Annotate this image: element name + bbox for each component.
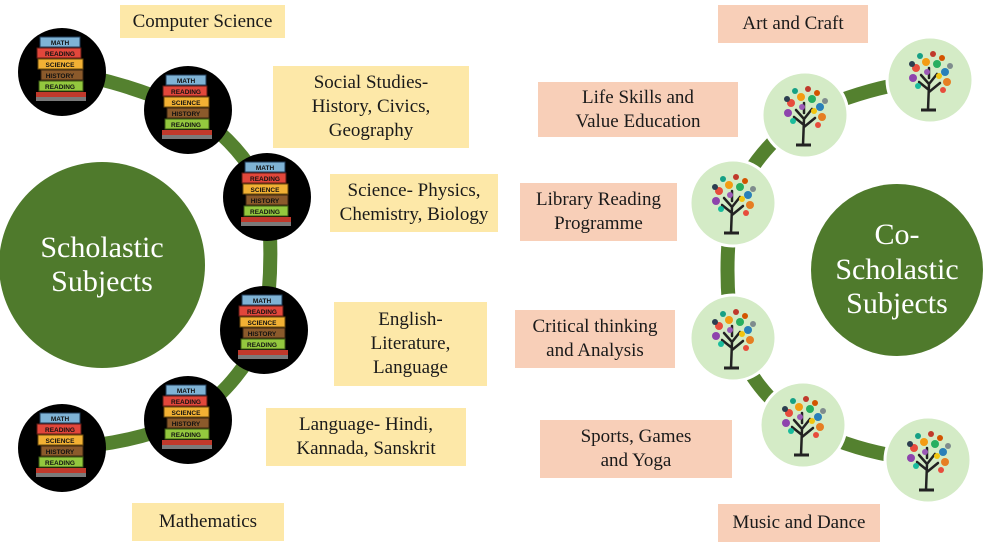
scholastic-label-mathematics: Mathematics — [132, 503, 284, 541]
scholastic-node-3 — [223, 153, 311, 241]
co-scholastic-node-5 — [758, 380, 848, 470]
co-scholastic-label-library-reading: Library Reading Programme — [520, 183, 677, 241]
scholastic-label-computer-science: Computer Science — [120, 5, 285, 38]
co-scholastic-node-4 — [688, 293, 778, 383]
scholastic-node-2 — [144, 66, 232, 154]
co-scholastic-label-art-craft: Art and Craft — [718, 5, 868, 43]
co-scholastic-label-life-skills: Life Skills and Value Education — [538, 82, 738, 137]
scholastic-hub-title: Scholastic Subjects — [40, 230, 164, 299]
co-scholastic-hub-title: Co- Scholastic Subjects — [835, 218, 959, 321]
book-stack-icon — [35, 36, 87, 102]
co-scholastic-hub — [811, 184, 983, 356]
scholastic-node-5 — [144, 376, 232, 464]
scholastic-label-social-studies: Social Studies- History, Civics, Geograp… — [273, 66, 469, 148]
scholastic-node-6 — [18, 404, 106, 492]
book-stack-icon — [237, 294, 289, 360]
co-scholastic-label-music-dance: Music and Dance — [718, 504, 880, 542]
scholastic-hub — [0, 162, 205, 368]
co-scholastic-label-critical-thinking: Critical thinking and Analysis — [515, 310, 675, 368]
book-stack-icon — [161, 74, 213, 140]
book-stack-icon — [161, 384, 213, 450]
co-scholastic-label-sports: Sports, Games and Yoga — [540, 420, 732, 478]
scholastic-node-1 — [18, 28, 106, 116]
scholastic-label-english: English- Literature, Language — [334, 302, 487, 386]
co-scholastic-node-2 — [760, 70, 850, 160]
co-scholastic-node-6 — [883, 415, 973, 505]
co-scholastic-node-3 — [688, 158, 778, 248]
co-scholastic-node-1 — [885, 35, 975, 125]
book-stack-icon — [35, 412, 87, 478]
scholastic-label-science: Science- Physics, Chemistry, Biology — [330, 174, 498, 232]
book-stack-icon — [240, 161, 292, 227]
scholastic-node-4 — [220, 286, 308, 374]
scholastic-label-language: Language- Hindi, Kannada, Sanskrit — [266, 408, 466, 466]
